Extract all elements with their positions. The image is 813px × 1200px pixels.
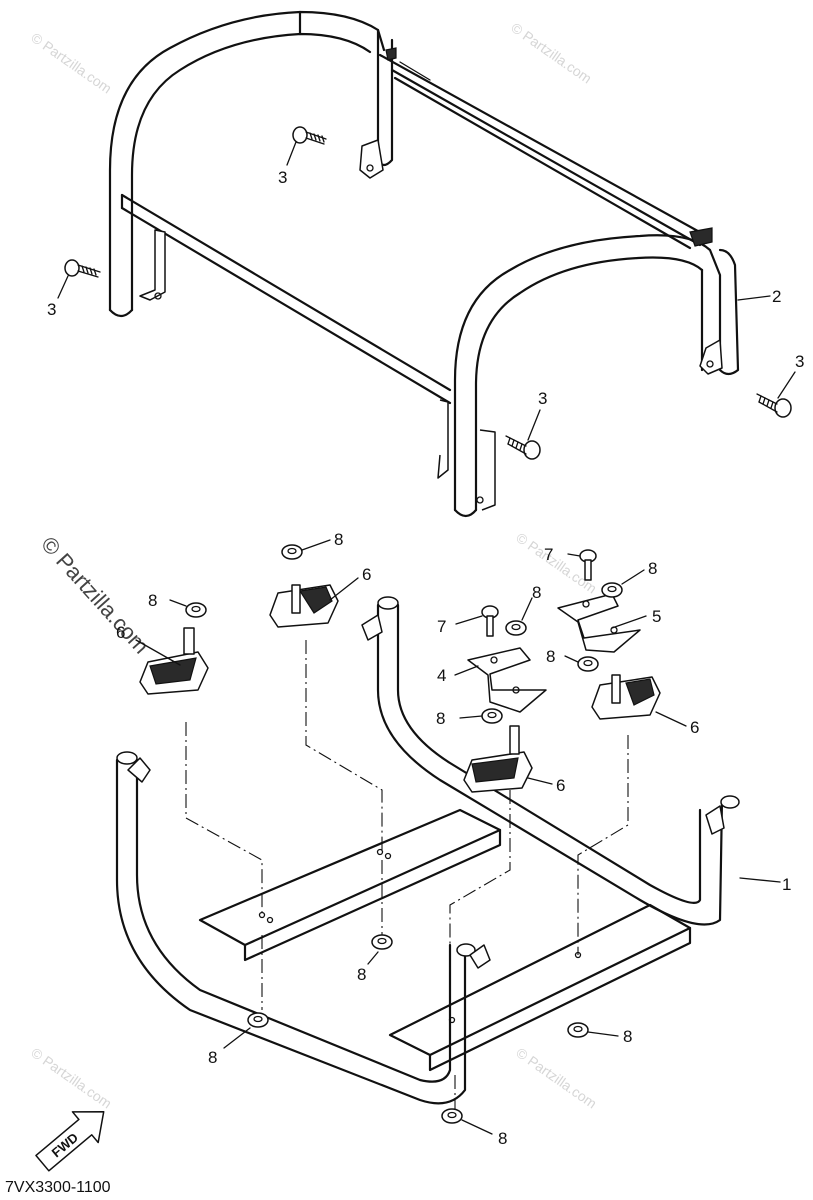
- callout-7: 7: [544, 545, 553, 564]
- watermark-text: © Partzilla.com: [28, 1044, 114, 1111]
- callout-3: 3: [47, 300, 56, 319]
- callouts: 1 2 3 3 3 3 4 5 6 6 6 6 7 7 8 8 8 8 8 8 …: [47, 168, 804, 1148]
- assembly-lines: [185, 640, 629, 1110]
- diagram-code: 7VX3300-1100: [5, 1179, 111, 1196]
- callout-6: 6: [116, 623, 125, 642]
- callout-2: 2: [772, 287, 781, 306]
- watermark-text: © Partzilla.com: [508, 19, 594, 86]
- callout-8: 8: [498, 1129, 507, 1148]
- callout-3: 3: [278, 168, 287, 187]
- bolt-part-7: [481, 549, 597, 637]
- callout-8: 8: [208, 1048, 217, 1067]
- callout-8: 8: [623, 1027, 632, 1046]
- callout-5: 5: [652, 607, 661, 626]
- bracket-part-4: [467, 647, 547, 713]
- callout-7: 7: [437, 617, 446, 636]
- upper-frame: [108, 10, 740, 518]
- watermarks: © Partzilla.com © Partzilla.com © Partzi…: [28, 19, 599, 1111]
- callout-8: 8: [334, 530, 343, 549]
- callout-3: 3: [795, 352, 804, 371]
- callout-8: 8: [532, 583, 541, 602]
- bolt-part-3: [64, 126, 792, 460]
- callout-8: 8: [357, 965, 366, 984]
- callout-8: 8: [436, 709, 445, 728]
- nut-part-8: [185, 544, 623, 1124]
- callout-6: 6: [556, 776, 565, 795]
- callout-3: 3: [538, 389, 547, 408]
- leader-lines: [57, 141, 796, 1135]
- lower-frame: [115, 596, 740, 1105]
- callout-6: 6: [690, 718, 699, 737]
- watermark-text: © Partzilla.com: [513, 1044, 599, 1111]
- engine-mount-part-6: [139, 584, 661, 793]
- callout-4: 4: [437, 666, 446, 685]
- callout-6: 6: [362, 565, 371, 584]
- callout-8: 8: [546, 647, 555, 666]
- callout-8: 8: [648, 559, 657, 578]
- callout-1: 1: [782, 875, 791, 894]
- watermark-text: © Partzilla.com: [28, 29, 114, 96]
- bracket-part-5: [557, 593, 641, 653]
- callout-8: 8: [148, 591, 157, 610]
